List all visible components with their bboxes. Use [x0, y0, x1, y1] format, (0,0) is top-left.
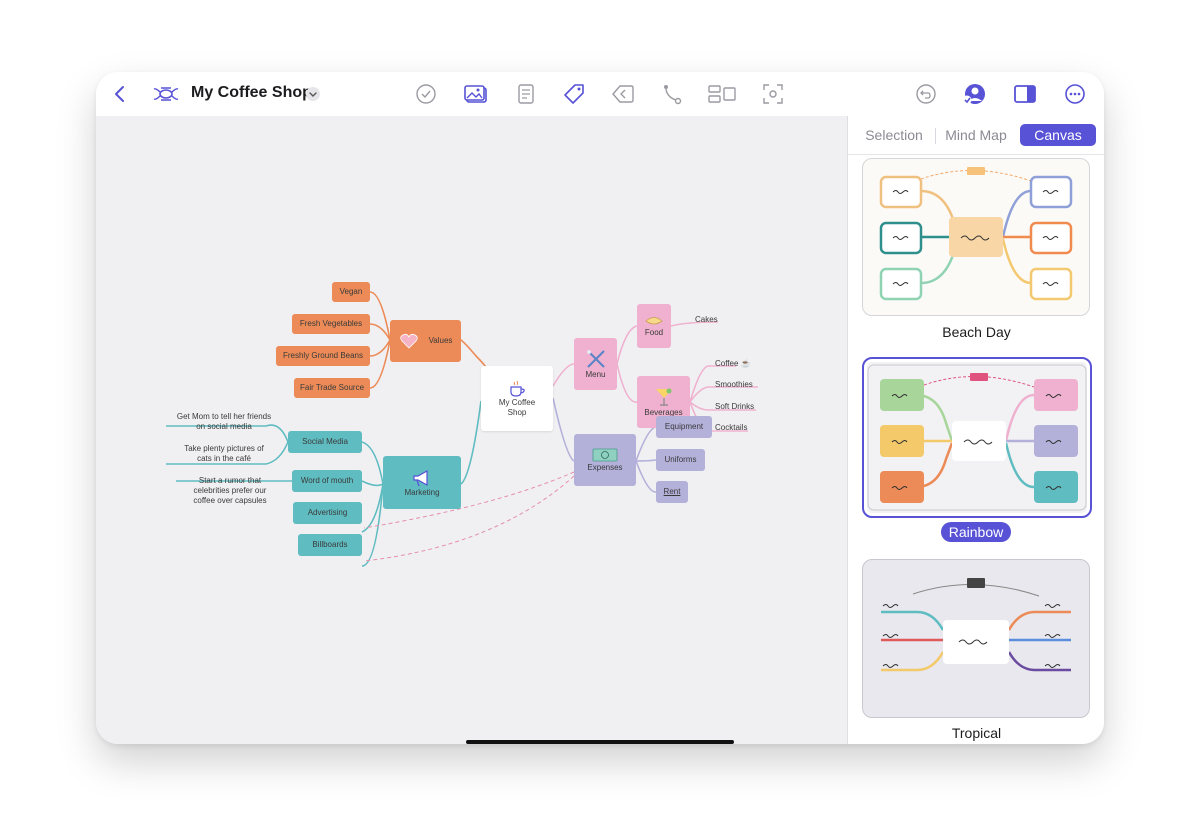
- food-topic[interactable]: Food: [637, 304, 671, 348]
- expense-uniforms-label: Uniforms: [664, 455, 697, 464]
- value-vegan-label: Vegan: [339, 287, 363, 296]
- beach-day-preview: [879, 167, 1073, 301]
- sidebar-icon[interactable]: [1013, 82, 1037, 106]
- more-icon[interactable]: [1063, 82, 1087, 106]
- tab-divider: [935, 128, 936, 144]
- theme-tropical-label[interactable]: Tropical: [951, 725, 1002, 741]
- ipad-window: My Coffee Shop: [96, 72, 1104, 744]
- tab-canvas[interactable]: Canvas: [1020, 124, 1096, 146]
- rainbow-preview: [867, 364, 1087, 511]
- pie-icon: [645, 317, 663, 325]
- theme-tropical[interactable]: [862, 559, 1090, 718]
- top-toolbar: My Coffee Shop: [96, 72, 1104, 117]
- menu-label: Menu: [585, 370, 606, 379]
- theme-rainbow-label[interactable]: Rainbow: [941, 522, 1011, 542]
- expense-equipment[interactable]: Equipment: [656, 416, 712, 438]
- central-topic[interactable]: My Coffee Shop: [481, 366, 553, 431]
- theme-rainbow[interactable]: [862, 357, 1092, 518]
- beverage-coffee[interactable]: Coffee ☕: [715, 359, 751, 368]
- expense-rent[interactable]: Rent: [656, 481, 688, 503]
- value-fair-trade-source[interactable]: Fair Trade Source: [294, 378, 370, 398]
- relation-icon[interactable]: [660, 82, 684, 106]
- marketing-social-media-label: Social Media: [302, 437, 348, 446]
- beverages-label: Beverages: [644, 408, 683, 417]
- beverage-cocktails[interactable]: Cocktails: [715, 423, 748, 432]
- utensils-icon: [586, 350, 605, 368]
- beverage-soft-drinks[interactable]: Soft Drinks: [715, 402, 755, 411]
- marketing-word-of-mouth[interactable]: Word of mouth: [292, 470, 362, 492]
- tropical-preview: [881, 578, 1071, 672]
- document-title[interactable]: My Coffee Shop: [191, 84, 312, 101]
- value-fresh-vegetables-label: Fresh Vegetables: [299, 319, 363, 328]
- task-check-icon[interactable]: [414, 82, 438, 106]
- task-social-2[interactable]: Take plenty pictures of cats in the café: [184, 444, 264, 463]
- values-label: Values: [428, 336, 453, 345]
- expense-equipment-label: Equipment: [664, 422, 704, 431]
- mindmap-logo-icon[interactable]: [152, 82, 180, 106]
- marketing-label: Marketing: [404, 487, 440, 497]
- values-topic[interactable]: Values: [390, 320, 461, 362]
- marketing-word-of-mouth-label: Word of mouth: [300, 476, 354, 485]
- marketing-billboards-label: Billboards: [312, 540, 348, 549]
- expenses-topic[interactable]: Expenses: [574, 434, 636, 486]
- cocktail-icon: [655, 388, 672, 406]
- food-label: Food: [644, 328, 664, 337]
- value-fresh-vegetables[interactable]: Fresh Vegetables: [292, 314, 370, 334]
- note-icon[interactable]: [514, 82, 538, 106]
- title-dropdown-icon[interactable]: [306, 87, 320, 101]
- boundary-icon[interactable]: [611, 82, 635, 106]
- back-chevron-icon[interactable]: [108, 82, 132, 106]
- format-panel: Selection Mind Map Canvas: [847, 116, 1104, 744]
- coffee-cup-icon: [510, 380, 525, 397]
- beverage-smoothies[interactable]: Smoothies: [715, 380, 753, 389]
- marketing-advertising-label: Advertising: [307, 508, 348, 517]
- marketing-billboards[interactable]: Billboards: [298, 534, 362, 556]
- menu-topic[interactable]: Menu: [574, 338, 617, 390]
- collaborate-icon[interactable]: [962, 82, 986, 106]
- layout-icon[interactable]: [708, 82, 736, 106]
- focus-icon[interactable]: [761, 82, 785, 106]
- expense-uniforms[interactable]: Uniforms: [656, 449, 705, 471]
- task-word-of-mouth[interactable]: Start a rumor that celebrities prefer ou…: [193, 476, 267, 505]
- heart-icon: [399, 333, 418, 349]
- tab-mind-map[interactable]: Mind Map: [945, 127, 1007, 143]
- money-icon: [592, 448, 618, 462]
- expenses-label: Expenses: [587, 463, 623, 472]
- image-icon[interactable]: [464, 82, 488, 106]
- panel-divider: [848, 154, 1104, 155]
- value-fair-trade-source-label: Fair Trade Source: [299, 383, 365, 392]
- value-freshly-ground-beans[interactable]: Freshly Ground Beans: [276, 346, 370, 366]
- tag-icon[interactable]: [562, 82, 586, 106]
- central-topic-label: My Coffee Shop: [498, 397, 536, 417]
- value-vegan[interactable]: Vegan: [332, 282, 370, 302]
- value-freshly-ground-beans-label: Freshly Ground Beans: [282, 351, 364, 360]
- megaphone-icon: [413, 469, 428, 486]
- expense-rent-label: Rent: [663, 487, 681, 496]
- tab-selection[interactable]: Selection: [865, 127, 923, 143]
- undo-icon[interactable]: [914, 82, 938, 106]
- marketing-topic[interactable]: Marketing: [383, 456, 461, 509]
- food-cakes[interactable]: Cakes: [695, 315, 718, 324]
- task-social-1[interactable]: Get Mom to tell her friends on social me…: [176, 412, 272, 431]
- theme-beach-day[interactable]: [862, 158, 1090, 316]
- marketing-advertising[interactable]: Advertising: [293, 502, 362, 524]
- theme-beach-day-label[interactable]: Beach Day: [942, 324, 1011, 340]
- home-indicator[interactable]: [466, 740, 734, 744]
- mindmap-canvas[interactable]: My Coffee Shop Values Vegan Fresh Vegeta…: [96, 116, 847, 744]
- marketing-social-media[interactable]: Social Media: [288, 431, 362, 453]
